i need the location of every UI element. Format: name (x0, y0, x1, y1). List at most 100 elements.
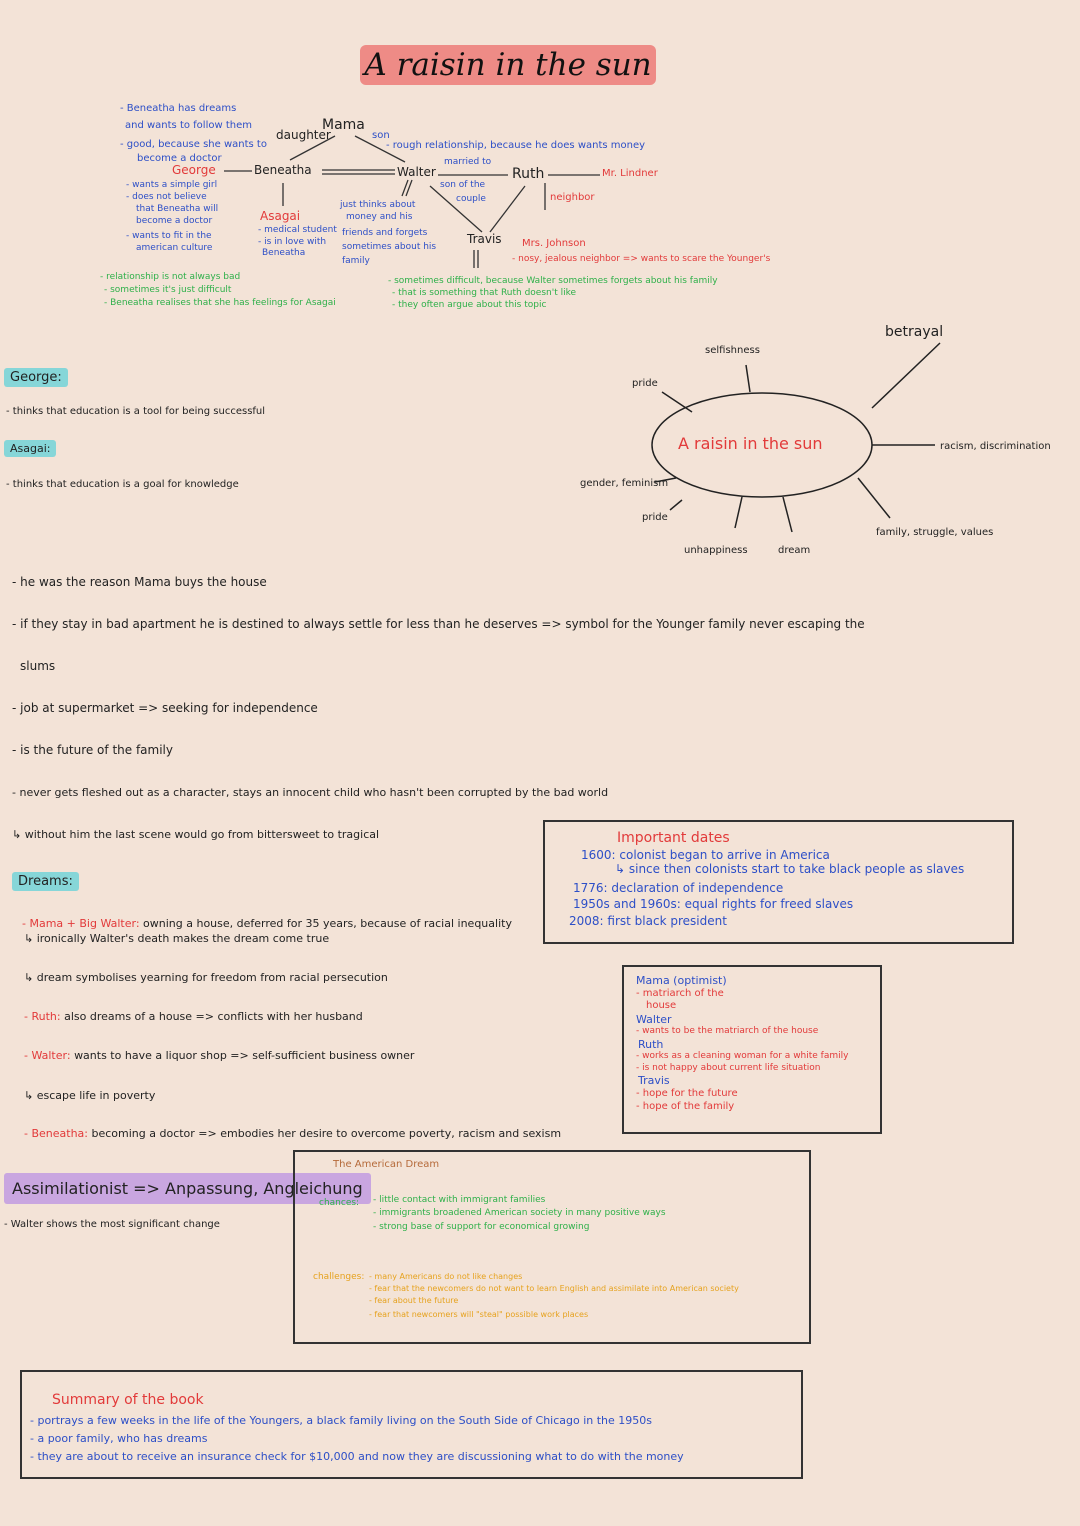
walter-rel-3: - they often argue about this topic (392, 300, 547, 310)
summary-item-3: - they are about to receive an insurance… (30, 1450, 684, 1463)
mindmap-unhappiness: unhappiness (684, 545, 748, 556)
dreams-mama-sub: ↳ ironically Walter's death makes the dr… (24, 932, 330, 945)
american-dream-box: The American Dream chances: - little con… (293, 1150, 811, 1344)
asagai-map-label: Asagai (260, 209, 301, 223)
mindmap-racism: racism, discrimination (940, 441, 1051, 452)
married-to-label: married to (444, 157, 492, 167)
challenge-1: - many Americans do not like changes (369, 1272, 523, 1281)
summary-item-2: - a poor family, who has dreams (30, 1432, 208, 1445)
char-ruth-note-2: - is not happy about current life situat… (636, 1063, 821, 1073)
asagai-note-1: - medical student (258, 225, 337, 235)
chance-3: - strong base of support for economical … (373, 1222, 590, 1232)
challenge-4: - fear that newcomers will "steal" possi… (369, 1310, 589, 1319)
mama-label: Mama (322, 117, 365, 133)
walter-note-4: sometimes about his (342, 242, 437, 252)
mindmap-selfishness: selfishness (705, 345, 760, 356)
char-ruth-note-1: - works as a cleaning woman for a white … (636, 1051, 849, 1061)
dates-title: Important dates (617, 830, 730, 846)
travis-note-2: - if they stay in bad apartment he is de… (12, 617, 865, 631)
chance-1: - little contact with immigrant families (373, 1195, 546, 1205)
george-note-1: - wants a simple girl (126, 180, 218, 190)
char-ruth: Ruth (638, 1038, 664, 1051)
beneatha-rel-2: - sometimes it's just difficult (104, 285, 232, 295)
date-2008: 2008: first black president (569, 914, 727, 928)
challenges-label: challenges: (313, 1272, 365, 1282)
asagai-note-2: - is in love with (258, 237, 327, 247)
date-1600-sub: ↳ since then colonists start to take bla… (615, 862, 965, 876)
walter-note-5: family (342, 256, 370, 266)
date-1600: 1600: colonist began to arrive in Americ… (581, 848, 830, 862)
beneatha-map-label: Beneatha (254, 163, 312, 177)
beneatha-note-2: and wants to follow them (125, 120, 252, 131)
travis-note-6: - never gets fleshed out as a character,… (12, 786, 609, 799)
dreams-mama: - Mama + Big Walter: owning a house, def… (22, 917, 512, 930)
walter-map-label: Walter (397, 165, 436, 179)
beneatha-rel-1: - relationship is not always bad (100, 272, 241, 282)
george-note-4: become a doctor (136, 216, 213, 226)
asagai-tag: Asagai: (4, 440, 57, 457)
travis-note-4: - job at supermarket => seeking for inde… (12, 701, 318, 715)
travis-note-1: - he was the reason Mama buys the house (12, 575, 267, 589)
walter-note-1: just thinks about (340, 200, 416, 210)
beneatha-rel-3: - Beneatha realises that she has feeling… (104, 298, 336, 308)
char-travis-note-2: - hope of the family (636, 1101, 735, 1112)
char-mama-note-1: - matriarch of the (636, 988, 724, 999)
char-travis-note-1: - hope for the future (636, 1088, 738, 1099)
asagai-note: - thinks that education is a goal for kn… (6, 479, 239, 490)
neighbor-label: neighbor (550, 192, 595, 203)
char-walter: Walter (636, 1013, 672, 1026)
george-map-label: George (172, 163, 216, 177)
johnson-note: - nosy, jealous neighbor => wants to sca… (512, 254, 771, 264)
travis-map-label: Travis (467, 232, 502, 246)
mindmap-betrayal: betrayal (885, 324, 944, 340)
char-walter-note: - wants to be the matriarch of the house (636, 1026, 819, 1036)
assimilationist-tag: Assimilationist => Anpassung, Angleichun… (4, 1173, 371, 1204)
dreams-symbol: ↳ dream symbolises yearning for freedom … (24, 971, 388, 984)
george-note-5: - wants to fit in the (126, 231, 212, 241)
lindner-map-label: Mr. Lindner (602, 168, 658, 179)
george-tag: George: (4, 368, 68, 387)
mindmap-center: A raisin in the sun (678, 434, 823, 453)
walter-rel-1: - sometimes difficult, because Walter so… (388, 276, 718, 286)
beneatha-note-1: - Beneatha has dreams (120, 103, 237, 114)
johnson-map-label: Mrs. Johnson (522, 238, 586, 249)
dreams-tag: Dreams: (12, 872, 79, 891)
mindmap-pride-bottom: pride (642, 512, 668, 523)
mindmap-family: family, struggle, values (876, 527, 994, 538)
walter-son-note: - rough relationship, because he does wa… (386, 140, 646, 151)
travis-note-7: ↳ without him the last scene would go fr… (12, 828, 380, 841)
son-of-couple-2: couple (456, 194, 486, 204)
date-1950s: 1950s and 1960s: equal rights for freed … (573, 897, 854, 911)
son-of-couple-1: son of the (440, 180, 486, 190)
dreams-ruth: - Ruth: also dreams of a house => confli… (24, 1010, 363, 1023)
important-dates-box: Important dates 1600: colonist began to … (543, 820, 1014, 944)
challenge-2: - fear that the newcomers do not want to… (369, 1284, 739, 1293)
dreams-beneatha: - Beneatha: becoming a doctor => embodie… (24, 1127, 562, 1140)
beneatha-note-3: - good, because she wants to (120, 139, 267, 150)
mindmap-dream: dream (778, 545, 811, 556)
assimilationist-note: - Walter shows the most significant chan… (4, 1219, 220, 1230)
char-travis: Travis (638, 1074, 670, 1087)
george-note: - thinks that education is a tool for be… (6, 406, 266, 417)
son-label: son (372, 130, 390, 141)
summary-box: Summary of the book - portrays a few wee… (20, 1370, 803, 1479)
chances-label: chances: (319, 1198, 360, 1208)
daughter-label: daughter (276, 128, 331, 142)
dreams-escape: ↳ escape life in poverty (24, 1089, 156, 1102)
travis-note-3: slums (20, 659, 56, 673)
george-note-3: that Beneatha will (136, 204, 219, 214)
walter-note-3: friends and forgets (342, 228, 428, 238)
date-1776: 1776: declaration of independence (573, 881, 784, 895)
challenge-3: - fear about the future (369, 1296, 459, 1305)
asagai-note-3: Beneatha (262, 248, 306, 258)
char-mama: Mama (optimist) (636, 974, 727, 987)
char-mama-note-2: house (646, 1000, 677, 1011)
chance-2: - immigrants broadened American society … (373, 1208, 666, 1218)
ruth-map-label: Ruth (512, 166, 545, 182)
characters-box: Mama (optimist) - matriarch of the house… (622, 965, 882, 1134)
travis-note-5: - is the future of the family (12, 743, 173, 757)
mindmap-gender: gender, feminism (580, 478, 669, 489)
george-note-6: american culture (136, 243, 213, 253)
summary-title: Summary of the book (52, 1392, 204, 1408)
